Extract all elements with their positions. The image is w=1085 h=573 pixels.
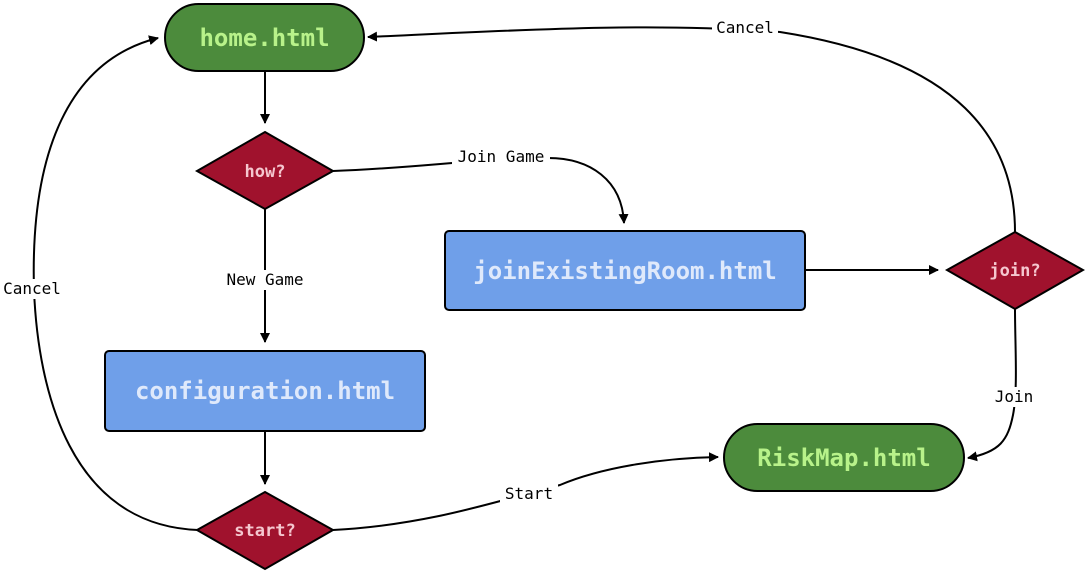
edge-labels: Cancel Join Game New Game Cancel Join St… — [0, 18, 1039, 504]
join-existing-room-process-shape — [444, 230, 806, 311]
start-decision-shape — [194, 490, 336, 571]
label-bg-join-game — [452, 148, 550, 168]
label-bg-new-game — [220, 270, 310, 290]
edge-join — [967, 308, 1017, 462]
edge-label-cancel-join: Cancel — [716, 18, 774, 37]
node-configuration[interactable]: configuration.html — [104, 350, 426, 432]
edge-label-cancel-start: Cancel — [3, 279, 61, 298]
node-how[interactable]: how? — [194, 130, 336, 211]
configuration-process-shape — [104, 350, 426, 432]
edge-label-join: Join — [995, 387, 1034, 406]
node-join-decision[interactable]: join? — [944, 230, 1085, 311]
how-label: how? — [245, 162, 286, 182]
how-decision-shape — [194, 130, 336, 211]
join-decision-label: join? — [989, 261, 1040, 281]
edge-label-start: Start — [505, 484, 553, 503]
edge-label-join-game: Join Game — [458, 147, 545, 166]
node-risk-map[interactable]: RiskMap.html — [723, 423, 965, 492]
risk-map-label: RiskMap.html — [757, 444, 930, 472]
risk-map-terminal-shape — [723, 423, 965, 492]
node-start-decision[interactable]: start? — [194, 490, 336, 571]
label-bg-join — [991, 387, 1039, 407]
label-bg-cancel-left — [0, 279, 66, 299]
join-existing-room-label: joinExistingRoom.html — [473, 257, 776, 285]
label-bg-cancel-top — [712, 18, 778, 38]
edge-label-new-game: New Game — [226, 270, 303, 289]
start-decision-label: start? — [234, 521, 295, 541]
label-bg-start — [500, 484, 558, 504]
home-label: home.html — [199, 24, 329, 52]
nodes: home.html how? joinExistingRoom.html joi… — [104, 3, 1085, 571]
node-join-existing-room[interactable]: joinExistingRoom.html — [444, 230, 806, 311]
node-home[interactable]: home.html — [164, 3, 365, 72]
join-decision-shape — [944, 230, 1085, 311]
configuration-label: configuration.html — [135, 377, 395, 405]
home-terminal-shape — [164, 3, 365, 72]
edge-cancel-join — [367, 26, 1016, 233]
